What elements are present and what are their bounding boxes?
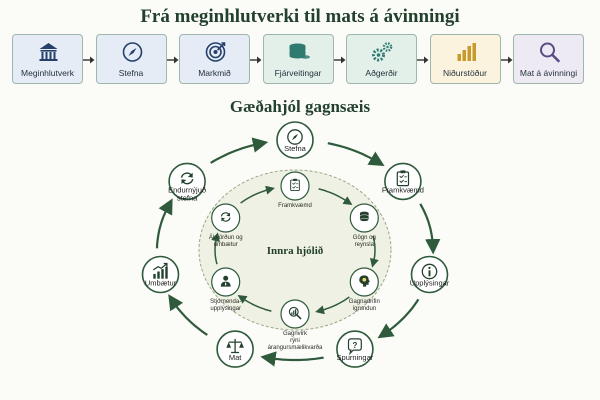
outer-node: ? Spurningar (336, 330, 374, 368)
outer-cycle-arrow (155, 198, 173, 249)
outer-node: Stefna (276, 121, 314, 159)
inner-cycle-arrow (211, 232, 220, 265)
flow-step-4: Fjárveitingar (262, 34, 334, 84)
inner-node: Framkvæmd (278, 171, 312, 209)
flow-step-label: Niðurstöður (443, 68, 487, 78)
coins-icon (264, 39, 333, 65)
compass-icon (287, 129, 303, 145)
flow-step-1: Meginhlutverk (12, 34, 83, 84)
bar-chart-icon (431, 39, 500, 65)
inner-cycle-arrow (315, 296, 350, 315)
gears-icon (347, 39, 416, 65)
outer-cycle-arrow (210, 137, 269, 164)
inner-node: Stjórnenda-upplýsingar (210, 267, 241, 312)
flow-arrow (166, 53, 179, 65)
manager-icon (220, 275, 231, 287)
magnifier-chart-icon (288, 306, 302, 320)
outer-cycle-arrow (419, 203, 441, 255)
flow-arrow (333, 53, 346, 65)
outer-cycle-arrow (377, 298, 420, 339)
outer-cycle-arrow (327, 142, 385, 167)
database-icon (359, 211, 369, 222)
outer-node-label: Mat (229, 353, 242, 362)
head-lightbulb-icon (359, 275, 370, 287)
outer-node: Upplýsingar (410, 255, 450, 294)
scales-icon (226, 338, 244, 354)
flow-step-label: Fjárveitingar (274, 68, 322, 78)
inner-wheel-area (198, 169, 392, 331)
growth-chart-icon (152, 262, 168, 279)
outer-node-label: Spurningar (337, 353, 374, 362)
target-icon (180, 39, 249, 65)
outer-cycle-arrow (168, 294, 208, 336)
wheel-title: Gæðahjól gagnsæis (229, 97, 371, 116)
flow-arrow (83, 53, 95, 65)
inner-cycle-arrow (237, 295, 272, 312)
inner-node-label: Framkvæmd (278, 203, 312, 209)
inner-node-label: Stjórnenda-upplýsingar (210, 299, 241, 312)
flow-step-3: Markmið (179, 34, 250, 84)
flow-step-label: Stefna (118, 68, 144, 78)
flow-step-label: Mat á ávinningi (519, 68, 578, 78)
outer-cycle-arrow (260, 351, 324, 367)
flow-step-label: Aðgerðir (365, 68, 398, 78)
clipboard-icon (290, 178, 300, 192)
outer-node-label: Stefna (284, 144, 307, 153)
flow-arrow (250, 53, 262, 65)
flow-step-label: Meginhlutverk (21, 68, 74, 78)
outer-node-label: Upplýsingar (410, 279, 450, 288)
page-title: Frá meginhlutverki til mats á ávinningi (140, 6, 460, 27)
outer-node-label: Umbætur (145, 279, 177, 288)
flow-step-5: Aðgerðir (346, 34, 417, 84)
outer-node: Mat (216, 330, 254, 368)
svg-text:?: ? (352, 341, 357, 350)
flow-step-2: Stefna (95, 34, 167, 84)
outer-node: Umbætur (141, 255, 180, 294)
magnifier-icon (514, 39, 583, 65)
outer-node: Framkvæmd (382, 162, 424, 201)
compass-icon (97, 39, 166, 65)
refresh-icon (220, 212, 231, 222)
info-icon (421, 263, 438, 280)
flow-arrow (417, 53, 429, 65)
flow-step-7: Mat á ávinningi (513, 34, 584, 84)
inner-cycle-arrow (318, 188, 353, 205)
inner-cycle-arrow (240, 185, 275, 204)
question-bubble-icon: ? (347, 338, 362, 356)
refresh-icon (180, 172, 194, 185)
bank-icon (13, 39, 82, 65)
outer-node-label: Framkvæmd (382, 185, 424, 194)
flow-step-6: Niðurstöður (429, 34, 501, 84)
inner-cycle-arrow (370, 235, 379, 268)
clipboard-icon (396, 170, 410, 187)
flow-step-label: Markmið (198, 68, 231, 78)
flow-arrow (500, 53, 513, 65)
inner-wheel-title: Innra hjólið (267, 245, 324, 257)
